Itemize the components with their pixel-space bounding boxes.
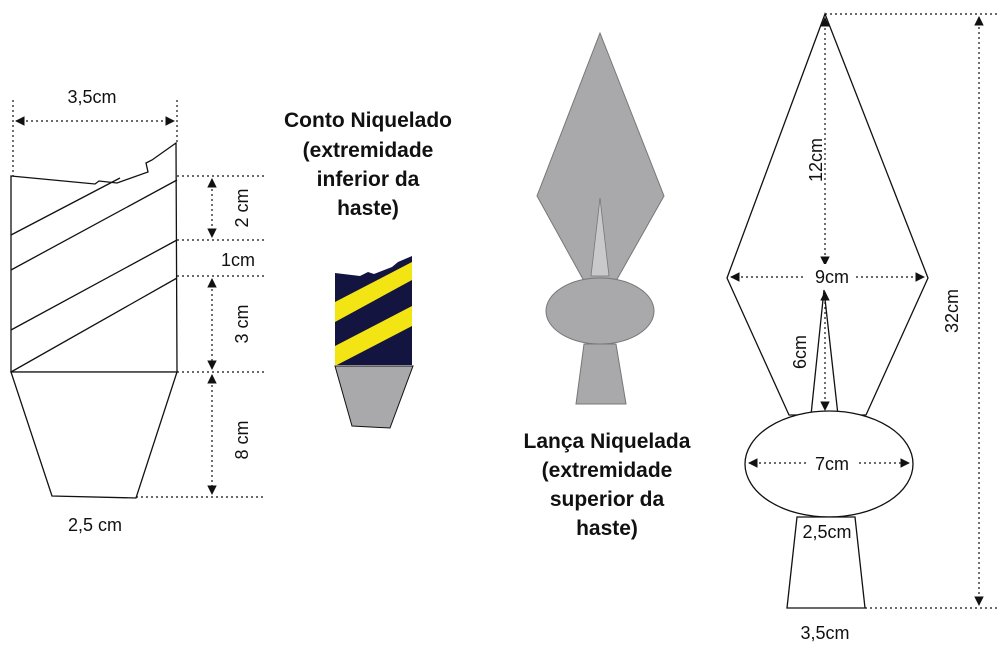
conto-technical-drawing: 3,5cm 2 cm 1cm 3 cm 8 cm 2,5 cm xyxy=(10,87,265,535)
lanca-base-width-label: 3,5cm xyxy=(800,623,849,643)
conto-title-line: (extremidade xyxy=(303,139,434,162)
lanca-total-height-label: 32cm xyxy=(942,289,962,333)
lanca-illustration-neck xyxy=(575,343,627,405)
conto-band-lower-label: 3 cm xyxy=(232,304,252,343)
conto-bottom-width-label: 2,5 cm xyxy=(68,515,122,535)
lanca-spike-label: 6cm xyxy=(790,335,810,369)
conto-gap-label: 1cm xyxy=(221,250,255,270)
lanca-head-width-label-bg xyxy=(806,264,856,286)
lanca-tip-height-label: 12cm xyxy=(806,138,826,182)
conto-illustration-yellow-stripe xyxy=(335,306,412,365)
conto-cone-height-label: 8 cm xyxy=(232,420,252,459)
lanca-title-line: superior da xyxy=(550,488,665,511)
conto-band-label: 2 cm xyxy=(232,188,252,227)
conto-stripe-line xyxy=(10,177,121,236)
conto-title-line: Conto Niquelado xyxy=(284,109,452,132)
conto-title-line: haste) xyxy=(337,197,399,220)
conto-illustration-yellow-stripe xyxy=(335,262,412,322)
conto-stripe-line xyxy=(10,179,178,271)
lanca-illustration-spike xyxy=(590,197,610,277)
conto-stripe-line xyxy=(10,239,178,331)
conto-illustration-cone xyxy=(334,365,414,429)
conto-cone-outline xyxy=(10,371,178,499)
lanca-technical-drawing: 12cm 9cm 6cm 7cm 32cm 2,5cm 3,5cm xyxy=(726,12,1000,643)
conto-title-line: inferior da xyxy=(317,168,420,191)
lanca-ball-width-label: 7cm xyxy=(815,454,849,474)
lanca-neck-width-label: 2,5cm xyxy=(802,522,851,542)
lanca-title-line: haste) xyxy=(576,517,638,540)
conto-stripe-line xyxy=(10,277,178,373)
lanca-illustration xyxy=(536,31,665,405)
lanca-title-line: Lança Niquelada xyxy=(524,430,691,453)
lanca-illustration-ball xyxy=(545,277,655,345)
conto-title: Conto Niquelado (extremidade inferior da… xyxy=(284,109,452,220)
lanca-head-width-label: 9cm xyxy=(815,267,849,287)
conto-tube-outline xyxy=(10,141,178,373)
lanca-title-line: (extremidade xyxy=(542,459,673,482)
lanca-title: Lança Niquelada (extremidade superior da… xyxy=(524,430,691,540)
conto-illustration xyxy=(334,256,414,429)
conto-top-width-label: 3,5cm xyxy=(67,87,116,107)
lanca-ball-width-label-bg xyxy=(808,451,856,473)
